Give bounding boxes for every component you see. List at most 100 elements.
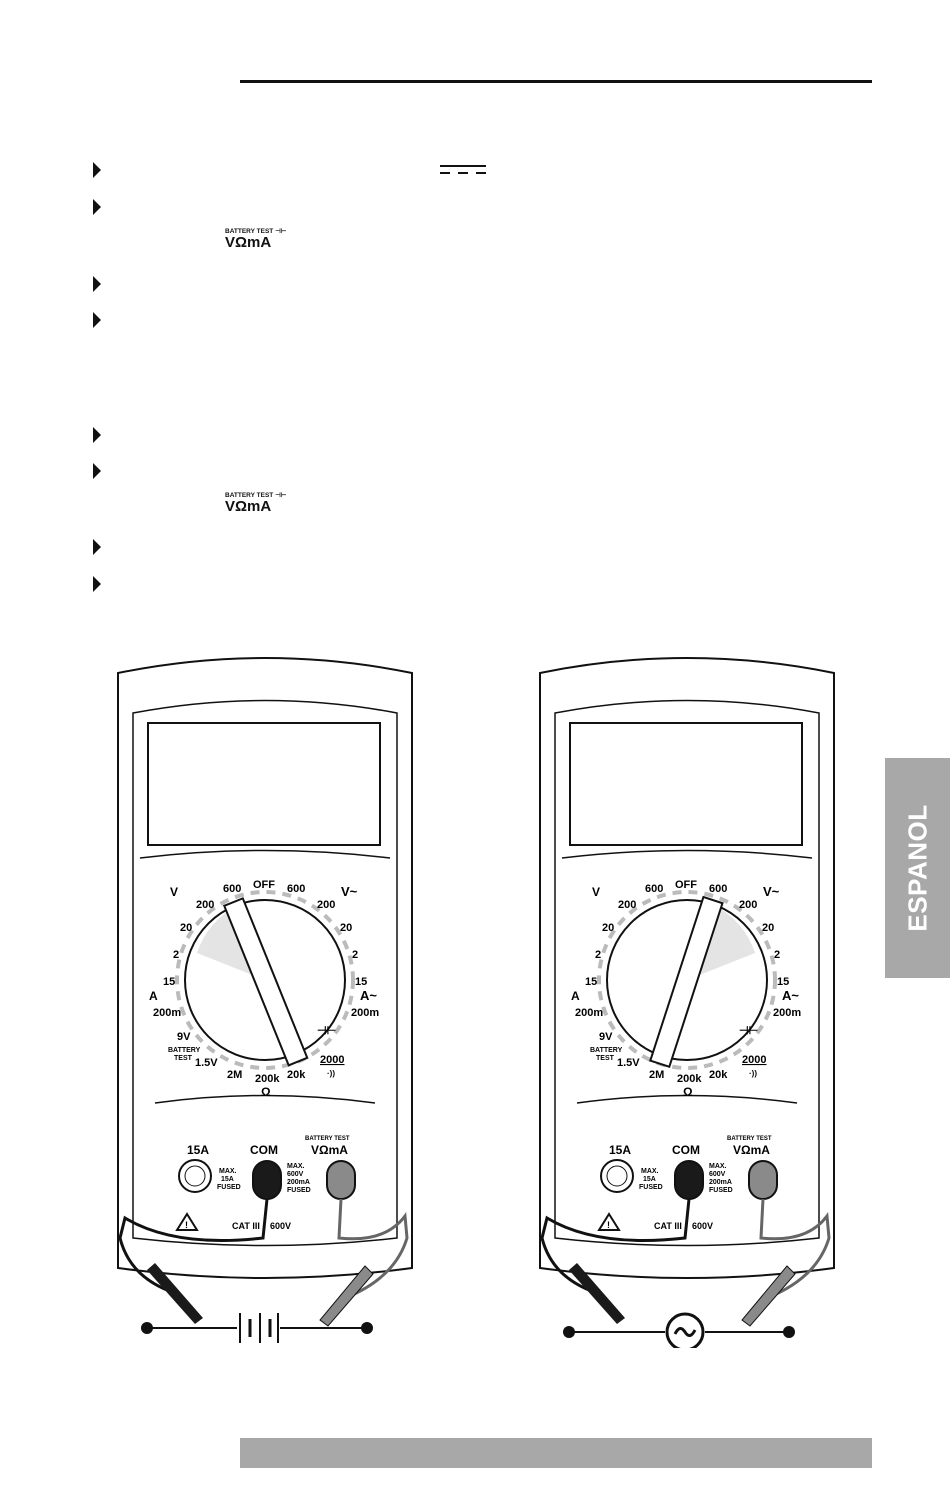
footer-bar xyxy=(240,1438,872,1468)
vohm-ma-label: VΩmA xyxy=(225,234,272,251)
dial-ohm: Ω xyxy=(261,1085,271,1099)
jack-vohm-ma: VΩmA xyxy=(311,1143,348,1157)
jack-fused2: FUSED xyxy=(287,1187,311,1194)
dial-2-right: 2 xyxy=(352,949,358,961)
dial-600-right: 600 xyxy=(287,883,305,895)
jack-15a-label: 15A xyxy=(609,1143,631,1157)
cat-600v: 600V xyxy=(692,1221,713,1231)
jack-max2: MAX. xyxy=(287,1163,305,1170)
multimeter-ac-illustration: V 600 OFF 600 V~ 200 200 20 20 2 2 15 15… xyxy=(539,657,835,1348)
bullet-arrow-icon xyxy=(93,539,101,555)
jack-fused: FUSED xyxy=(639,1184,663,1191)
bullet-arrow-icon xyxy=(93,199,101,215)
dial-1-5v: 1.5V xyxy=(617,1057,640,1069)
dial-2-left: 2 xyxy=(595,949,601,961)
dial-200k: 200k xyxy=(677,1073,702,1085)
dial-200m-right: 200m xyxy=(351,1007,379,1019)
jack-15a-label: 15A xyxy=(187,1143,209,1157)
dial-9v: 9V xyxy=(177,1031,191,1043)
aac-label: A~ xyxy=(782,988,799,1003)
jack-200ma: 200mA xyxy=(709,1179,732,1186)
dial-test: TEST xyxy=(174,1055,193,1062)
dial-20-right: 20 xyxy=(762,922,774,934)
dial-1-5v: 1.5V xyxy=(195,1057,218,1069)
dc-symbol-icon xyxy=(440,165,486,174)
dial-200-left: 200 xyxy=(618,899,636,911)
ac-source-icon xyxy=(673,1327,697,1337)
jack-max: MAX. xyxy=(219,1168,237,1175)
jack-600v: 600V xyxy=(287,1171,304,1178)
jack-max: MAX. xyxy=(641,1168,659,1175)
jack-15a-small: 15A xyxy=(643,1176,656,1183)
cat-label: CAT III xyxy=(232,1221,260,1231)
dial-600-left: 600 xyxy=(223,883,241,895)
dial-20k: 20k xyxy=(287,1069,306,1081)
dial-2m: 2M xyxy=(649,1069,664,1081)
dial-200k: 200k xyxy=(255,1073,280,1085)
diode-icon: ⊣⊢ xyxy=(739,1024,758,1037)
adc-label: A xyxy=(571,989,580,1003)
dial-off: OFF xyxy=(675,879,697,891)
bullet-arrow-icon xyxy=(93,276,101,292)
dial-2000: 2000 xyxy=(742,1054,766,1066)
dial-20k: 20k xyxy=(709,1069,728,1081)
diode-icon: ⊣⊢ xyxy=(275,228,287,235)
jack-200ma: 200mA xyxy=(287,1179,310,1186)
cat-label: CAT III xyxy=(654,1221,682,1231)
language-tab: ESPANOL xyxy=(885,758,950,978)
vohm-ma-terminal-label: BATTERY TEST ⊣⊢ VΩmA xyxy=(225,491,303,519)
jack-fused2: FUSED xyxy=(709,1187,733,1194)
dial-battery: BATTERY xyxy=(590,1047,623,1054)
vac-label: V~ xyxy=(763,884,780,899)
vohm-ma-terminal-label: BATTERY TEST ⊣⊢ VΩmA xyxy=(225,227,303,255)
dial-15-left: 15 xyxy=(163,976,175,988)
header-rule xyxy=(240,80,872,83)
dial-15-right: 15 xyxy=(355,976,367,988)
dial-200-right: 200 xyxy=(739,899,757,911)
dial-600-right: 600 xyxy=(709,883,727,895)
dial-20-right: 20 xyxy=(340,922,352,934)
dial-off: OFF xyxy=(253,879,275,891)
dial-200m-right: 200m xyxy=(773,1007,801,1019)
dial-15-right: 15 xyxy=(777,976,789,988)
jack-com-label: COM xyxy=(672,1143,700,1157)
vac-label: V~ xyxy=(341,884,358,899)
jack-600v: 600V xyxy=(709,1171,726,1178)
dial-2-right: 2 xyxy=(774,949,780,961)
jack-15a-small: 15A xyxy=(221,1176,234,1183)
multimeter-dc-illustration: V 600 OFF 600 V~ 200 200 20 20 2 2 15 15… xyxy=(117,657,413,1343)
diode-icon: ⊣⊢ xyxy=(275,492,287,499)
warning-icon: ! xyxy=(185,1220,188,1230)
dial-20-left: 20 xyxy=(602,922,614,934)
warning-icon: ! xyxy=(607,1220,610,1230)
dial-test: TEST xyxy=(596,1055,615,1062)
jack-max2: MAX. xyxy=(709,1163,727,1170)
dial-battery: BATTERY xyxy=(168,1047,201,1054)
dial-20-left: 20 xyxy=(180,922,192,934)
dial-200m-left: 200m xyxy=(153,1007,181,1019)
vdc-label: V xyxy=(170,885,178,899)
dial-2m: 2M xyxy=(227,1069,242,1081)
jack-vohm-ma: VΩmA xyxy=(733,1143,770,1157)
dial-600-left: 600 xyxy=(645,883,663,895)
jack-fused: FUSED xyxy=(217,1184,241,1191)
bullet-arrow-icon xyxy=(93,427,101,443)
dial-9v: 9V xyxy=(599,1031,613,1043)
bullet-arrow-icon xyxy=(93,312,101,328)
bullet-arrow-icon xyxy=(93,463,101,479)
dial-2000: 2000 xyxy=(320,1054,344,1066)
dial-15-left: 15 xyxy=(585,976,597,988)
continuity-icon: ·)) xyxy=(327,1069,335,1078)
jack-battery-test: BATTERY TEST xyxy=(305,1136,350,1142)
bullet-arrow-icon xyxy=(93,162,101,178)
battery-test-label: BATTERY TEST xyxy=(225,228,274,235)
dial-200-right: 200 xyxy=(317,899,335,911)
diode-icon: ⊣⊢ xyxy=(317,1024,336,1037)
continuity-icon: ·)) xyxy=(749,1069,757,1078)
battery-test-label: BATTERY TEST xyxy=(225,492,274,499)
vdc-label: V xyxy=(592,885,600,899)
dial-2-left: 2 xyxy=(173,949,179,961)
jack-battery-test: BATTERY TEST xyxy=(727,1136,772,1142)
dial-200m-left: 200m xyxy=(575,1007,603,1019)
adc-label: A xyxy=(149,989,158,1003)
